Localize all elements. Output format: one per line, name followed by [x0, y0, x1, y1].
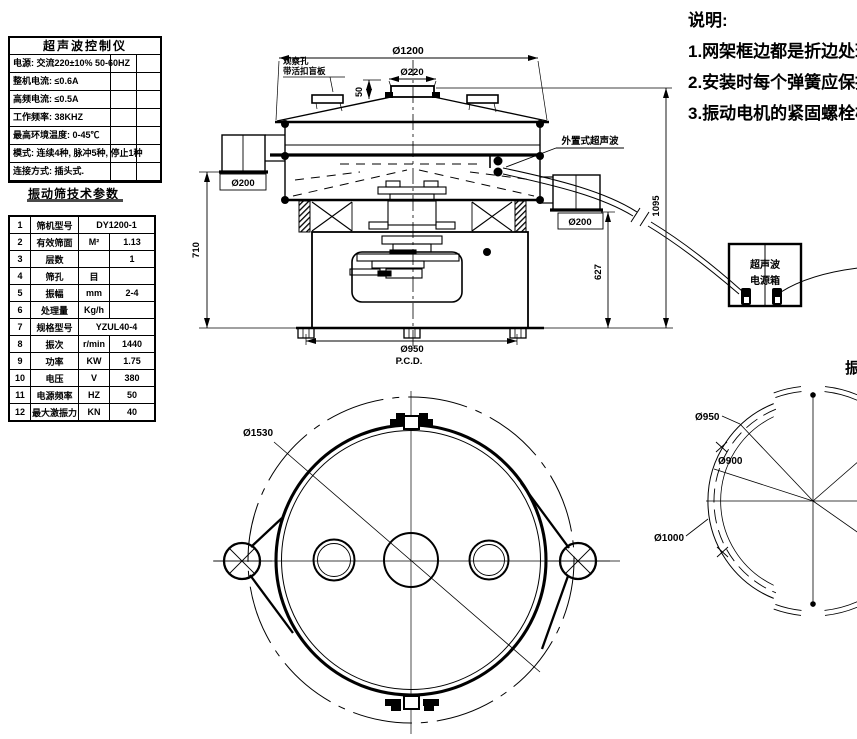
spec-row: 1 筛机型号 DY1200-1	[8, 215, 156, 234]
ultrasonic-transducer	[493, 156, 503, 166]
spec-title-underline	[27, 199, 123, 202]
spec-row: 3 层数 1	[8, 250, 156, 268]
dim-d220: Ø220	[400, 67, 423, 78]
cable-connectors	[741, 288, 782, 305]
controller-row-hf-current: 高频电流: ≤0.5A	[10, 91, 160, 109]
dim-d900: Ø900	[718, 456, 743, 467]
dim-h627: 627	[593, 264, 604, 280]
dim-d1200: Ø1200	[392, 45, 424, 57]
observation-port-left	[311, 94, 344, 104]
vibration-motor	[349, 180, 460, 279]
spec-row: 7 规格型号 YZUL40-4	[8, 318, 156, 336]
note-item-3: 3.振动电机的紧固螺栓检	[688, 104, 857, 123]
dim-d200-right: Ø200	[568, 217, 591, 228]
spec-table: 1 筛机型号 DY1200-1 2 有效筛面 M² 1.13 3 层数 1 4 …	[8, 215, 157, 422]
dim-h50: 50	[354, 87, 364, 97]
controller-row-power: 电源: 交流220±10% 50-60HZ	[10, 55, 160, 73]
power-box-label-2: 电源箱	[750, 274, 780, 287]
power-box-group: 超声波 电源箱	[502, 167, 857, 308]
top-view: Ø1530	[213, 391, 620, 734]
base-cabinet	[311, 231, 529, 329]
note-item-1: 1.网架框边都是折边处理	[688, 42, 857, 61]
dim-h1095: 1095	[651, 195, 662, 217]
ultrasonic-label: 外置式超声波	[560, 135, 619, 147]
spec-row: 12 最大激振力 KN 40	[8, 403, 156, 422]
note-item-2: 2.安装时每个弹簧应保持	[688, 73, 857, 92]
clipped-caption-fragment: 振	[845, 359, 857, 377]
dim-h710: 710	[191, 242, 202, 258]
spec-row: 4 筛孔 目	[8, 267, 156, 285]
dim-d1000: Ø1000	[654, 533, 684, 544]
inlet-port	[390, 85, 435, 98]
obs-label-2: 带活扣盲板	[283, 66, 326, 76]
controller-row-connection: 连接方式: 插头式.	[10, 163, 160, 181]
d950-bolt-circle-arc	[713, 408, 777, 594]
controller-table-divider	[136, 55, 137, 181]
spec-row: 8 振次 r/min 1440	[8, 335, 156, 353]
spec-row: 11 电源频率 HZ 50	[8, 386, 156, 404]
dim-d950-foundation: Ø950	[695, 412, 720, 423]
controller-table-divider	[110, 55, 111, 181]
flange-bolts	[281, 120, 544, 204]
spec-row: 9 功率 KW 1.75	[8, 352, 156, 370]
foundation-view: Ø950 Ø900 Ø1000 振	[654, 359, 857, 616]
spec-row: 10 电压 V 380	[8, 369, 156, 387]
controller-row-temperature: 最高环境温度: 0-45℃	[10, 127, 160, 145]
obs-label-1: 观察孔	[283, 56, 309, 66]
controller-table-title: 超声波控制仪	[10, 38, 160, 55]
feet	[297, 327, 527, 339]
dim-d1530: Ø1530	[243, 428, 273, 439]
d900-arc	[720, 416, 774, 586]
band-clamp-top	[390, 413, 433, 430]
observation-port-right	[466, 94, 499, 104]
outlet-left	[221, 134, 266, 173]
spec-row: 6 处理量 Kg/h	[8, 301, 156, 319]
dim-d950-front: Ø950	[400, 344, 423, 355]
spring-right	[514, 200, 527, 233]
controller-row-modes: 模式: 连续4种, 脉冲5种, 停止1种	[10, 145, 160, 163]
spec-row: 5 振幅 mm 2-4	[8, 284, 156, 302]
power-box-label-1: 超声波	[749, 258, 781, 271]
motor-access-opening	[351, 251, 463, 303]
notes-block: 说明: 1.网架框边都是折边处理 2.安装时每个弹簧应保持 3.振动电机的紧固螺…	[688, 5, 857, 129]
front-view: Ø1200 Ø220 50 观察孔 带活扣盲板	[191, 45, 673, 367]
pcd-label: P.C.D.	[396, 356, 423, 367]
controller-table: 超声波控制仪 电源: 交流220±10% 50-60HZ 整机电流: ≤0.6A…	[8, 36, 162, 183]
d1000-arc	[707, 403, 774, 599]
band-clamp-bottom	[385, 695, 439, 711]
notes-title: 说明:	[688, 11, 728, 30]
spec-row: 2 有效筛面 M² 1.13	[8, 233, 156, 251]
spring-left	[298, 200, 311, 233]
dim-d200-left: Ø200	[231, 178, 254, 189]
controller-row-frequency: 工作频率: 38KHZ	[10, 109, 160, 127]
spec-table-title: 振动筛技术参数	[28, 187, 120, 201]
controller-row-machine-current: 整机电流: ≤0.6A	[10, 73, 160, 91]
